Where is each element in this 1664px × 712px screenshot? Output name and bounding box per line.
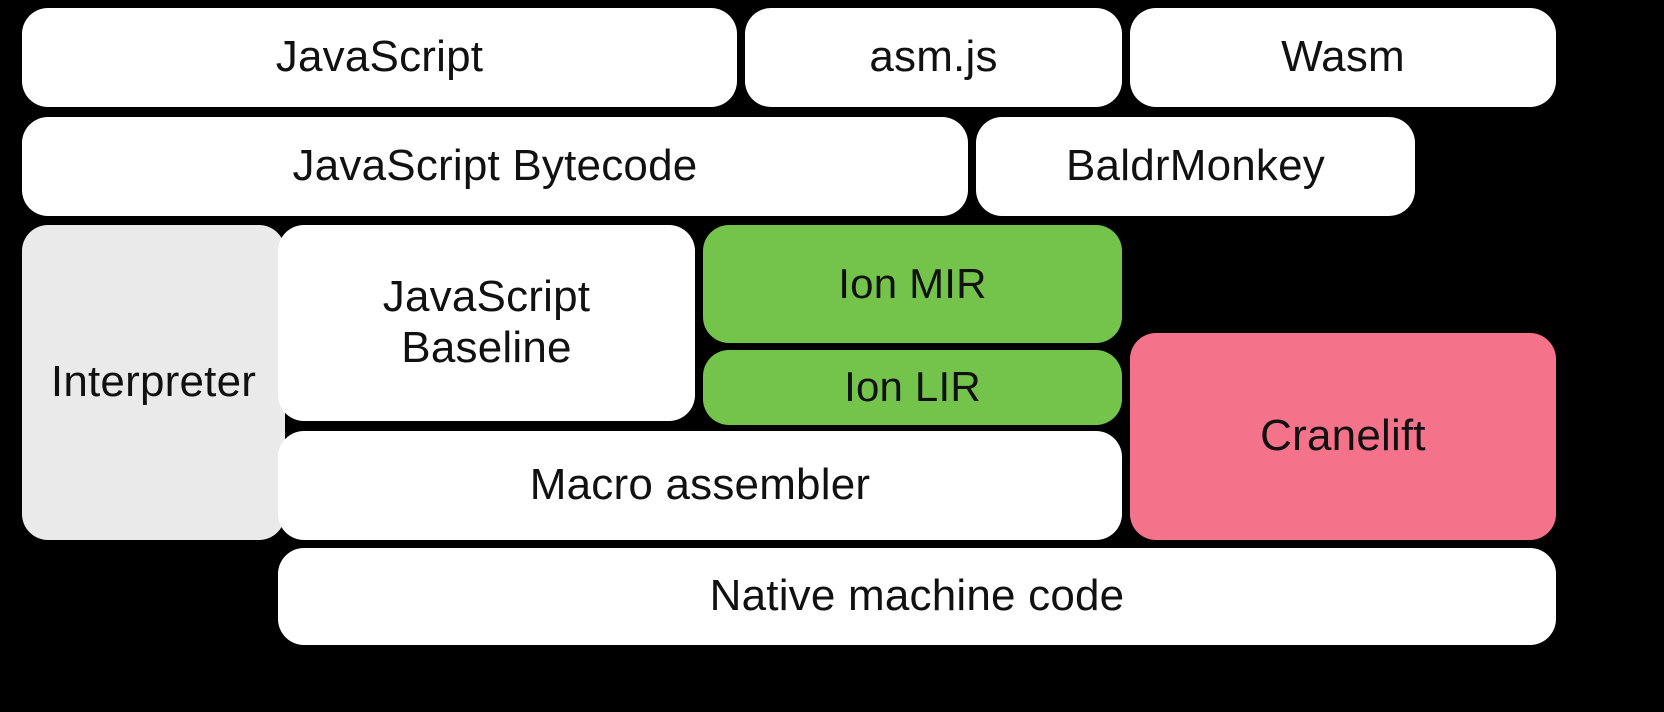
node-ion-lir[interactable]: Ion LIR (703, 350, 1122, 425)
node-wasm[interactable]: Wasm (1130, 8, 1556, 107)
node-asmjs[interactable]: asm.js (745, 8, 1122, 107)
node-javascript[interactable]: JavaScript (22, 8, 737, 107)
node-macro-assembler[interactable]: Macro assembler (278, 431, 1122, 540)
node-ion-mir[interactable]: Ion MIR (703, 225, 1122, 343)
node-js-baseline[interactable]: JavaScript Baseline (278, 225, 695, 421)
node-baldrmonkey[interactable]: BaldrMonkey (976, 117, 1415, 216)
node-native-code[interactable]: Native machine code (278, 548, 1556, 645)
node-cranelift[interactable]: Cranelift (1130, 333, 1556, 540)
node-js-bytecode[interactable]: JavaScript Bytecode (22, 117, 968, 216)
node-interpreter[interactable]: Interpreter (22, 225, 285, 540)
